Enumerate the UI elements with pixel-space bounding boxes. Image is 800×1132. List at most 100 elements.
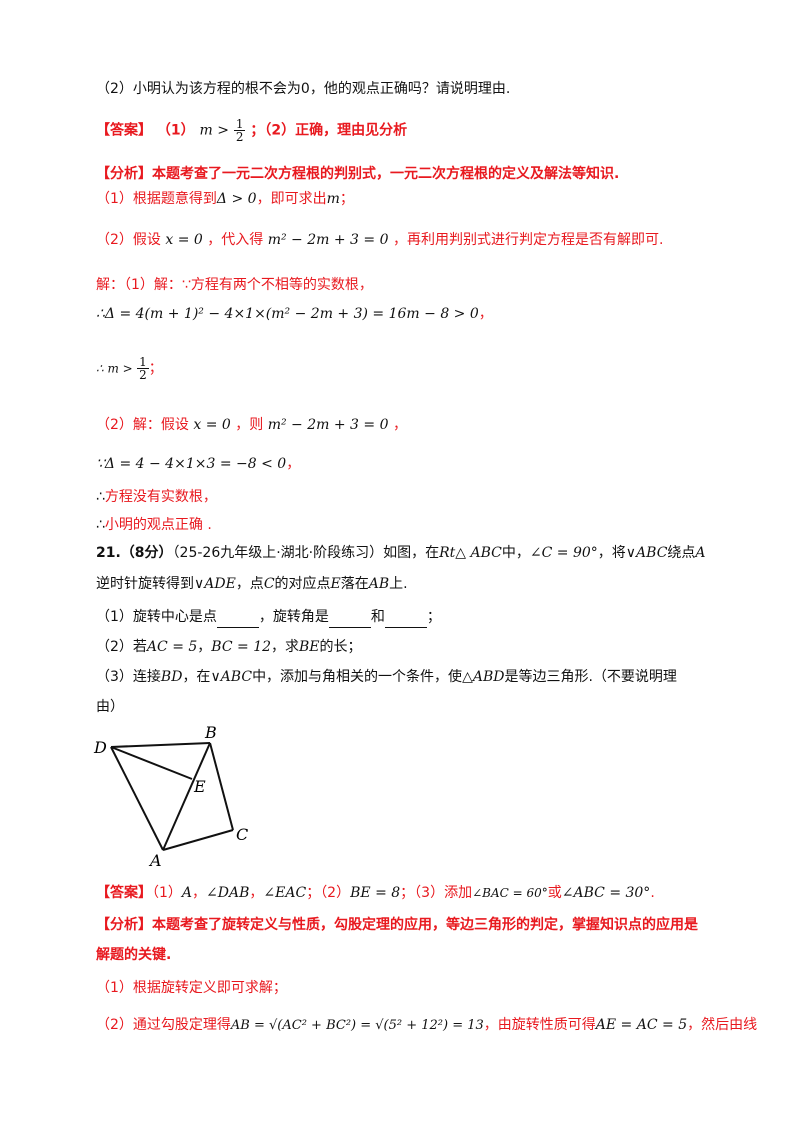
q21-point-c: C: [263, 576, 275, 592]
q21-line2: 逆时针旋转得到∨ADE，点C的对应点E落在AB上.: [96, 573, 704, 595]
q21-p3c: ，在: [182, 669, 211, 685]
step1-end: ；: [339, 191, 354, 207]
q20-sol2-comma: ，: [286, 456, 301, 472]
q21-step2-ae: AE = AC = 5: [595, 1017, 688, 1033]
q20-conclusion1: ∴方程没有实数根，: [96, 486, 704, 508]
q21-part3: （3）连接BD，在∨ABC中，添加与角相关的一个条件，使△ABD是等边三角形.（…: [96, 666, 704, 688]
q21-seg-ab: AB: [368, 576, 390, 592]
q21-part2: （2）若AC = 5，BC = 12，求BE的长；: [96, 636, 704, 658]
q20-answer: 【答案】 （1） m > 1 2 ；（2）正确，理由见分析: [96, 118, 704, 143]
q21-l2a: 逆时针旋转得到: [96, 576, 194, 592]
sol2-text: （2）解：假设: [96, 417, 189, 433]
conclusion1-text: 方程没有实数根，: [104, 489, 217, 505]
fraction-den: 2: [235, 130, 244, 144]
q21-l2g: 落在: [340, 576, 369, 592]
q20-part2: （2）小明认为该方程的根不会为0，他的观点正确吗？请说明理由.: [96, 81, 511, 97]
answer-blank[interactable]: [216, 613, 259, 628]
segment-db: [110, 742, 211, 748]
fraction-den: 2: [139, 368, 147, 382]
segment-de: [110, 746, 193, 780]
result-fraction: 1 2: [137, 356, 149, 381]
q21-rt-abc: Rt△ ABC: [439, 545, 502, 561]
q21-p1a: （1）旋转中心是点: [96, 609, 217, 625]
answer-m-gt: m >: [199, 122, 229, 139]
q21-bc: BC = 12: [211, 639, 272, 655]
q21-a3: （3）添加: [414, 885, 473, 901]
q21-step2: （2）通过勾股定理得AB = √(AC² + BC²) = √(5² + 12²…: [96, 1014, 757, 1037]
q21-point-e: E: [330, 576, 341, 592]
q21-p3e: 中，添加与角相关的一个条件，使: [252, 669, 463, 685]
step1-m: m: [326, 191, 340, 207]
q21-p3a: （3）连接: [96, 669, 161, 685]
q20-sol2-eq: ∵Δ = 4 − 4×1×3 = −8 < 0: [96, 456, 287, 472]
q20-sol1-eq: ∴Δ = 4(m + 1)² − 4×1×(m² − 2m + 3) = 16m…: [96, 306, 479, 322]
q21-a1-v: A: [181, 885, 193, 901]
answer-tag: 【答案】: [96, 122, 152, 139]
fraction-num: 1: [233, 117, 246, 131]
q21-be: BE: [299, 639, 320, 655]
q21-line1: 21.（8分）（25-26九年级上·湖北·阶段练习）如图，在Rt△ ABC中，∠…: [96, 542, 706, 564]
q21-step2-eq: AB = √(AC² + BC²) = √(5² + 12²) = 13: [230, 1018, 484, 1033]
q21-answer: 【答案】（1）A，∠DAB，∠EAC；（2）BE = 8；（3）添加∠BAC =…: [96, 882, 704, 904]
q21-tri-abd: △ABD: [462, 669, 505, 685]
q21-point-a: A: [695, 545, 706, 561]
answer-blank[interactable]: [328, 613, 371, 628]
q21-a3-v: ∠BAC = 60°: [472, 886, 548, 900]
q20-sol1-comma: ，: [478, 306, 493, 322]
step1-delta: Δ > 0: [216, 191, 257, 207]
q21-p2g: 的长；: [319, 639, 362, 655]
q21-a3-end: .: [650, 885, 655, 901]
q21-number: 21.（8分）: [96, 545, 173, 561]
segment-da: [110, 746, 164, 851]
fraction-num: 1: [137, 355, 149, 369]
sol2-eq: m² − 2m + 3 = 0: [267, 417, 389, 433]
label-e: E: [193, 777, 206, 796]
step2-end: ，再利用判别式进行判定方程是否有解即可.: [392, 232, 664, 248]
therefore-symbol: ∴: [96, 517, 105, 533]
q21-p2a: （2）若: [96, 639, 147, 655]
q21-a3-or: 或: [547, 885, 562, 901]
q21-answer-tag: 【答案】: [96, 885, 152, 901]
q21-p2c: ，: [197, 639, 212, 655]
sol2-then: ，则: [235, 417, 264, 433]
q21-angle-c: ∠C = 90°: [529, 545, 598, 561]
q21-analysis-line2: 解题的关键.: [96, 947, 172, 963]
q21-a1-v3: ∠EAC: [263, 885, 307, 901]
step2-text: （2）假设: [96, 232, 161, 248]
sol2-end: ，: [392, 417, 407, 433]
q20-sol2-eq-line: ∵Δ = 4 − 4×1×3 = −8 < 0，: [96, 453, 704, 475]
q21-l1a: （25-26九年级上·湖北·阶段练习）如图，在: [172, 545, 440, 561]
q21-step2e: ，然后由线: [687, 1017, 758, 1033]
q21-p1d: ；: [426, 609, 441, 625]
segment-bc: [209, 742, 234, 831]
segment-ac: [162, 829, 234, 851]
q21-l1g: 绕点: [667, 545, 696, 561]
q21-p1b: ，旋转角是: [258, 609, 329, 625]
q21-bd: BD: [160, 669, 183, 685]
q21-ac: AC = 5: [146, 639, 198, 655]
q21-a2: （2）: [320, 885, 351, 901]
q20-step1: （1）根据题意得到Δ > 0，即可求出m；: [96, 188, 704, 210]
q20-sol2: （2）解：假设 x = 0 ，则 m² − 2m + 3 = 0 ，: [96, 414, 704, 436]
q21-a1-s3: ；: [306, 885, 321, 901]
q21-tri-abc: ∨ABC: [625, 545, 668, 561]
therefore-symbol: ∴: [96, 489, 105, 505]
q21-step1: （1）根据旋转定义即可求解；: [96, 980, 287, 996]
q21-p3g: 是等边三角形.（不要说明理: [504, 669, 677, 685]
q21-l2e: 的对应点: [274, 576, 331, 592]
q21-p2e: ，求: [271, 639, 300, 655]
q21-a1-s2: ，: [249, 885, 264, 901]
result-semi: ；: [148, 360, 163, 377]
answer-blank[interactable]: [384, 613, 427, 628]
q21-tri-abc2: ∨ABC: [210, 669, 253, 685]
answer-fraction: 1 2: [233, 117, 246, 144]
q20-conclusion2: ∴小明的观点正确 .: [96, 514, 704, 536]
q21-l1e: ，将: [597, 545, 626, 561]
q21-a1: （1）: [152, 885, 182, 901]
q21-a1-s1: ，: [192, 885, 207, 901]
segment-ab: [162, 742, 211, 851]
answer-rest: ；（2）正确，理由见分析: [250, 122, 408, 139]
result-m-gt: ∴ m >: [96, 361, 133, 376]
label-d: D: [93, 738, 107, 757]
q21-l1c: 中，: [501, 545, 530, 561]
